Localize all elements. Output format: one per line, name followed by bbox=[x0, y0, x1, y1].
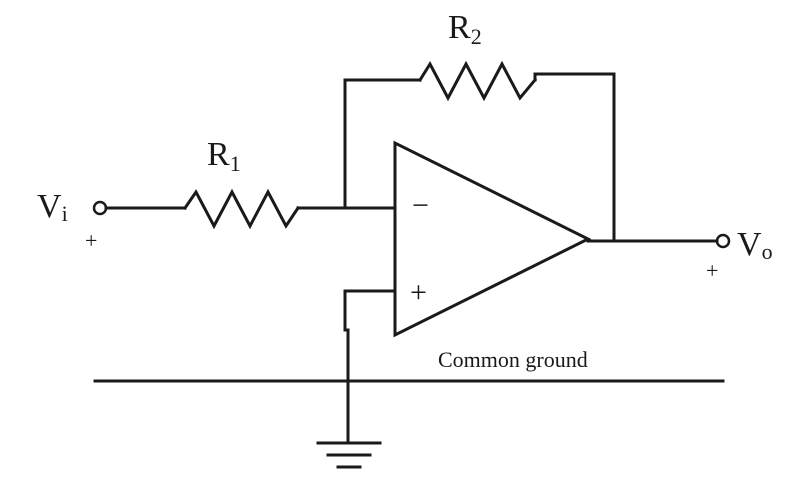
vi-label: Vi bbox=[37, 188, 68, 226]
ground-symbol-icon bbox=[316, 441, 382, 469]
r2-label: R2 bbox=[448, 9, 482, 49]
output-terminal bbox=[715, 233, 731, 249]
vo-polarity: + bbox=[706, 258, 718, 283]
vi-polarity: + bbox=[85, 228, 97, 253]
noninverting-sign: + bbox=[410, 276, 427, 309]
inverting-sign: − bbox=[412, 189, 429, 222]
input-terminal bbox=[92, 200, 108, 216]
r1-label: R1 bbox=[207, 136, 241, 176]
vo-label: Vo bbox=[737, 226, 773, 264]
resistor-r1 bbox=[182, 188, 301, 230]
resistor-r2 bbox=[417, 60, 538, 102]
common-ground-label: Common ground bbox=[438, 347, 588, 372]
op-amp-triangle bbox=[393, 140, 592, 338]
